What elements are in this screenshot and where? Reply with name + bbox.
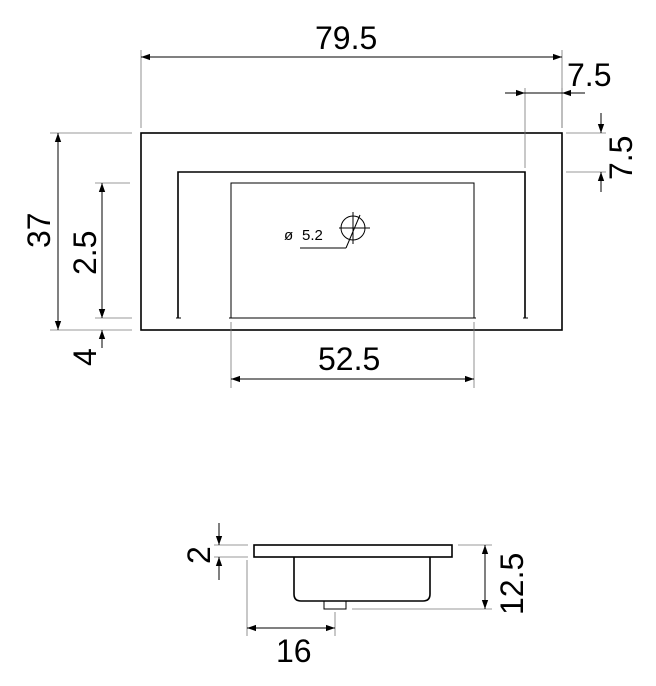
drain-outline [323,600,347,610]
dim-offset [246,560,336,636]
slab-outline [253,544,453,558]
basin-outline [140,132,563,331]
dim-width-label: 79.5 [315,20,377,56]
dim-depth [50,132,132,331]
drain-hole [300,212,370,249]
dim-height [352,544,492,610]
dim-offset-label: 16 [276,633,312,669]
bowl-outline [230,182,475,319]
dim-inner-height-label: 2.5 [67,231,103,275]
dim-thickness [214,523,248,580]
dim-edge-right-label: 7.5 [567,57,611,93]
dim-edge-top [566,113,606,192]
dim-edge-right [505,88,585,168]
bowl-body-outline [293,557,431,602]
dim-bowl-width-label: 52.5 [318,341,380,377]
dim-bowl-width [230,322,475,388]
top-view: ø 5.2 79.5 7.5 7.5 [21,20,639,388]
dim-inner-height [95,182,132,319]
dim-height-label: 12.5 [494,553,530,615]
side-view: 2 12.5 16 [181,523,530,669]
hole-symbol: ø [284,227,293,244]
dim-bottom-label: 4 [67,348,103,366]
hole-diameter-label: 5.2 [302,227,323,244]
inner-rim-outline [177,171,526,318]
dim-depth-label: 37 [21,212,57,248]
dim-thickness-label: 2 [181,546,217,564]
dim-width [140,50,563,128]
dim-edge-top-label: 7.5 [603,136,639,180]
